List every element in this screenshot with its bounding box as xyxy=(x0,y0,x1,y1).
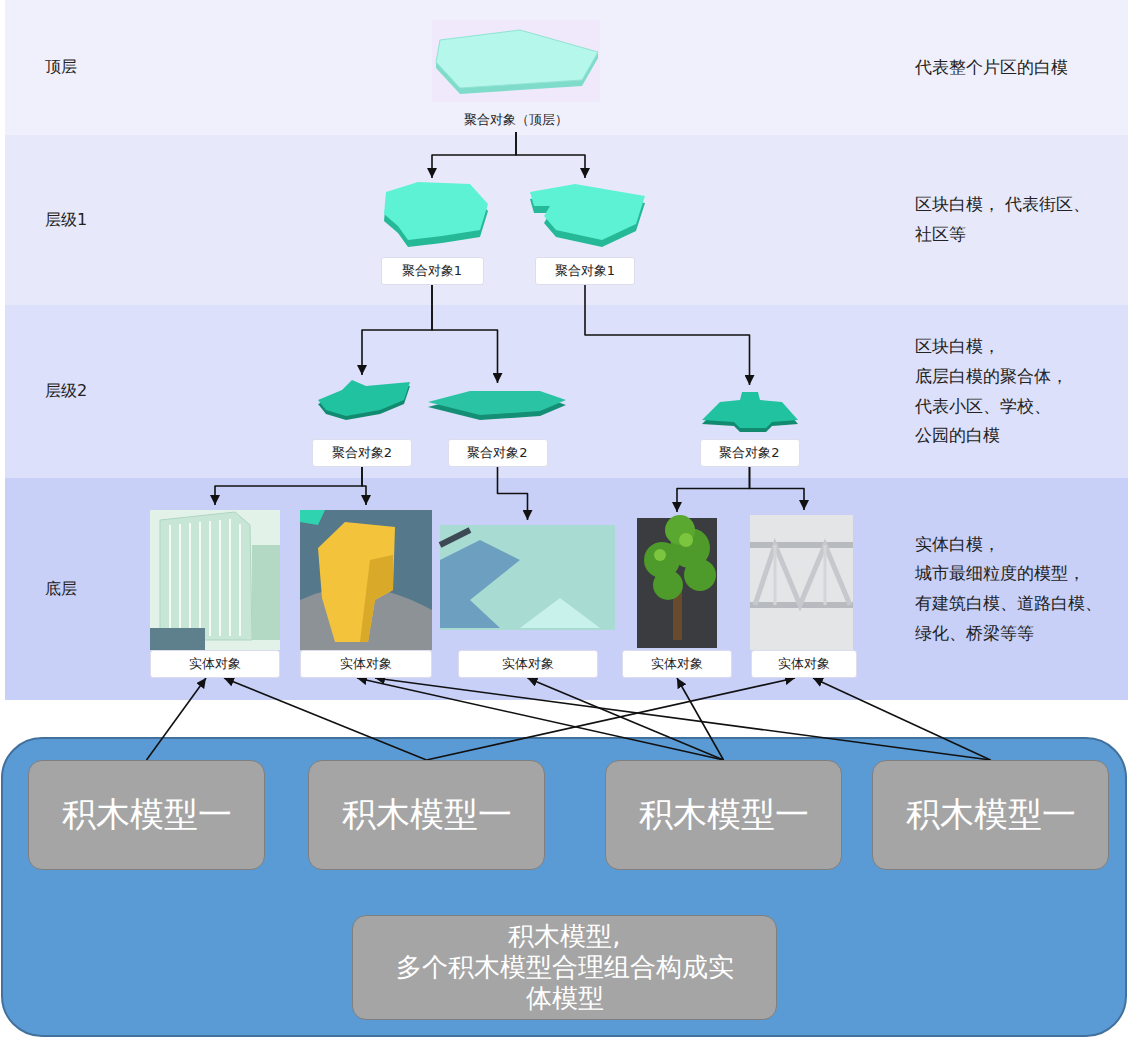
band-ground xyxy=(5,305,1128,478)
road-edge xyxy=(440,530,470,545)
assembly-arrow xyxy=(528,678,724,760)
block-label: 积木模型一 xyxy=(62,792,232,838)
hierarchy-arrow xyxy=(432,285,498,383)
object-card: 聚合对象1 xyxy=(522,178,648,285)
building-shade xyxy=(360,555,393,642)
object-caption: 实体对象 xyxy=(150,650,280,678)
object-caption: 聚合对象2 xyxy=(312,439,412,467)
object-card: 实体对象 xyxy=(440,520,615,678)
object-caption: 实体对象 xyxy=(458,650,598,678)
note-heading: 积木模型, xyxy=(508,921,620,952)
band-description: 代表整个片区的白模 xyxy=(915,53,1120,83)
note-body: 多个积木模型合理组合构成实体模型 xyxy=(390,952,739,1014)
object-card: 聚合对象2 xyxy=(697,385,802,467)
object-caption: 实体对象 xyxy=(300,650,432,678)
object-card: 聚合对象1 xyxy=(372,178,492,285)
thumbnail-ground xyxy=(300,510,432,650)
note-box: 积木模型,多个积木模型合理组合构成实体模型 xyxy=(352,915,777,1020)
tree-crown xyxy=(684,559,716,591)
band-description: 实体白模， 城市最细粒度的模型， 有建筑白模、道路白模、 绿化、桥梁等等 xyxy=(915,530,1120,649)
object-card: 聚合对象2 xyxy=(425,383,570,467)
truss-post xyxy=(775,545,825,605)
object-caption: 聚合对象（顶层） xyxy=(454,108,578,132)
band-description: 区块白模， 代表街区、社区等 xyxy=(915,190,1120,250)
band-label: 底层 xyxy=(45,579,145,600)
tree-highlight xyxy=(679,533,693,547)
road-patch xyxy=(440,540,520,628)
hierarchy-arrow xyxy=(215,467,362,505)
building-lines xyxy=(170,519,240,636)
block-top xyxy=(428,391,566,415)
assembly-arrow xyxy=(375,678,991,760)
thumbnail-ground xyxy=(440,525,615,630)
block-top xyxy=(384,182,488,240)
level-band: 顶层 代表整个片区的白模聚合对象（顶层） xyxy=(5,0,1128,135)
object-caption: 聚合对象2 xyxy=(448,439,548,467)
block-top xyxy=(702,392,798,428)
hierarchy-arrow xyxy=(750,467,805,510)
block-model-box: 积木模型一 xyxy=(308,760,545,870)
thumbnail-ground xyxy=(750,515,853,650)
tree-highlight xyxy=(654,549,666,561)
truss-web xyxy=(755,545,850,605)
block-model-box: 积木模型一 xyxy=(872,760,1109,870)
slab-top xyxy=(436,30,598,88)
level-band: 底层 实体白模， 城市最细粒度的模型， 有建筑白模、道路白模、 绿化、桥梁等等实体… xyxy=(5,478,1128,700)
hierarchy-arrow xyxy=(585,285,750,385)
band-label: 顶层 xyxy=(45,57,145,78)
hierarchy-arrow xyxy=(516,132,585,178)
block-container xyxy=(2,738,1126,1036)
object-caption: 聚合对象1 xyxy=(381,257,484,285)
band-label: 层级1 xyxy=(45,210,145,231)
object-caption: 聚合对象2 xyxy=(700,439,800,467)
object-card: 实体对象 xyxy=(749,510,859,678)
tree-crown xyxy=(653,570,683,600)
object-card: 聚合对象（顶层） xyxy=(432,20,600,132)
band-ground xyxy=(5,478,1128,700)
band-ground xyxy=(5,0,1128,135)
object-caption: 实体对象 xyxy=(751,650,857,678)
object-card: 实体对象 xyxy=(298,505,434,678)
block-top xyxy=(318,380,410,416)
block-label: 积木模型一 xyxy=(906,792,1076,838)
assembly-arrow xyxy=(224,678,427,760)
block-label: 积木模型一 xyxy=(342,792,512,838)
band-description: 区块白模， 底层白模的聚合体， 代表小区、学校、 公园的白模 xyxy=(915,332,1120,451)
truss-chord xyxy=(750,545,853,605)
hierarchy-arrow xyxy=(677,467,750,512)
object-card: 实体对象 xyxy=(148,505,282,678)
band-label: 层级2 xyxy=(45,381,145,402)
block-label: 积木模型一 xyxy=(639,792,809,838)
assembly-arrow xyxy=(813,678,991,760)
hierarchy-arrow xyxy=(432,132,516,178)
block-model-box: 积木模型一 xyxy=(28,760,265,870)
building-model xyxy=(252,545,280,640)
object-card: 聚合对象2 xyxy=(310,375,414,467)
level-band: 层级1 区块白模， 代表街区、社区等聚合对象1 聚合对象1 xyxy=(5,135,1128,305)
object-caption: 聚合对象1 xyxy=(535,257,635,285)
thumbnail-ground xyxy=(432,20,600,102)
object-caption: 实体对象 xyxy=(622,650,732,678)
object-card: 实体对象 xyxy=(620,512,734,678)
level-band: 层级2 区块白模， 底层白模的聚合体， 代表小区、学校、 公园的白模聚合对象2 聚合… xyxy=(5,305,1128,478)
band-ground xyxy=(5,135,1128,305)
block-top xyxy=(530,184,645,240)
assembly-arrow xyxy=(147,678,207,760)
block-top xyxy=(300,510,325,525)
ground-patch xyxy=(150,628,205,650)
block-model-box: 积木模型一 xyxy=(605,760,842,870)
green-patch xyxy=(520,598,600,628)
building-model xyxy=(318,522,395,642)
hierarchy-arrow xyxy=(362,467,366,505)
assembly-arrow xyxy=(357,678,724,760)
building-model xyxy=(160,512,252,640)
hierarchy-arrow xyxy=(362,285,432,375)
thumbnail-ground xyxy=(150,510,280,650)
hierarchy-arrow xyxy=(498,467,528,520)
assembly-arrow xyxy=(427,678,796,760)
